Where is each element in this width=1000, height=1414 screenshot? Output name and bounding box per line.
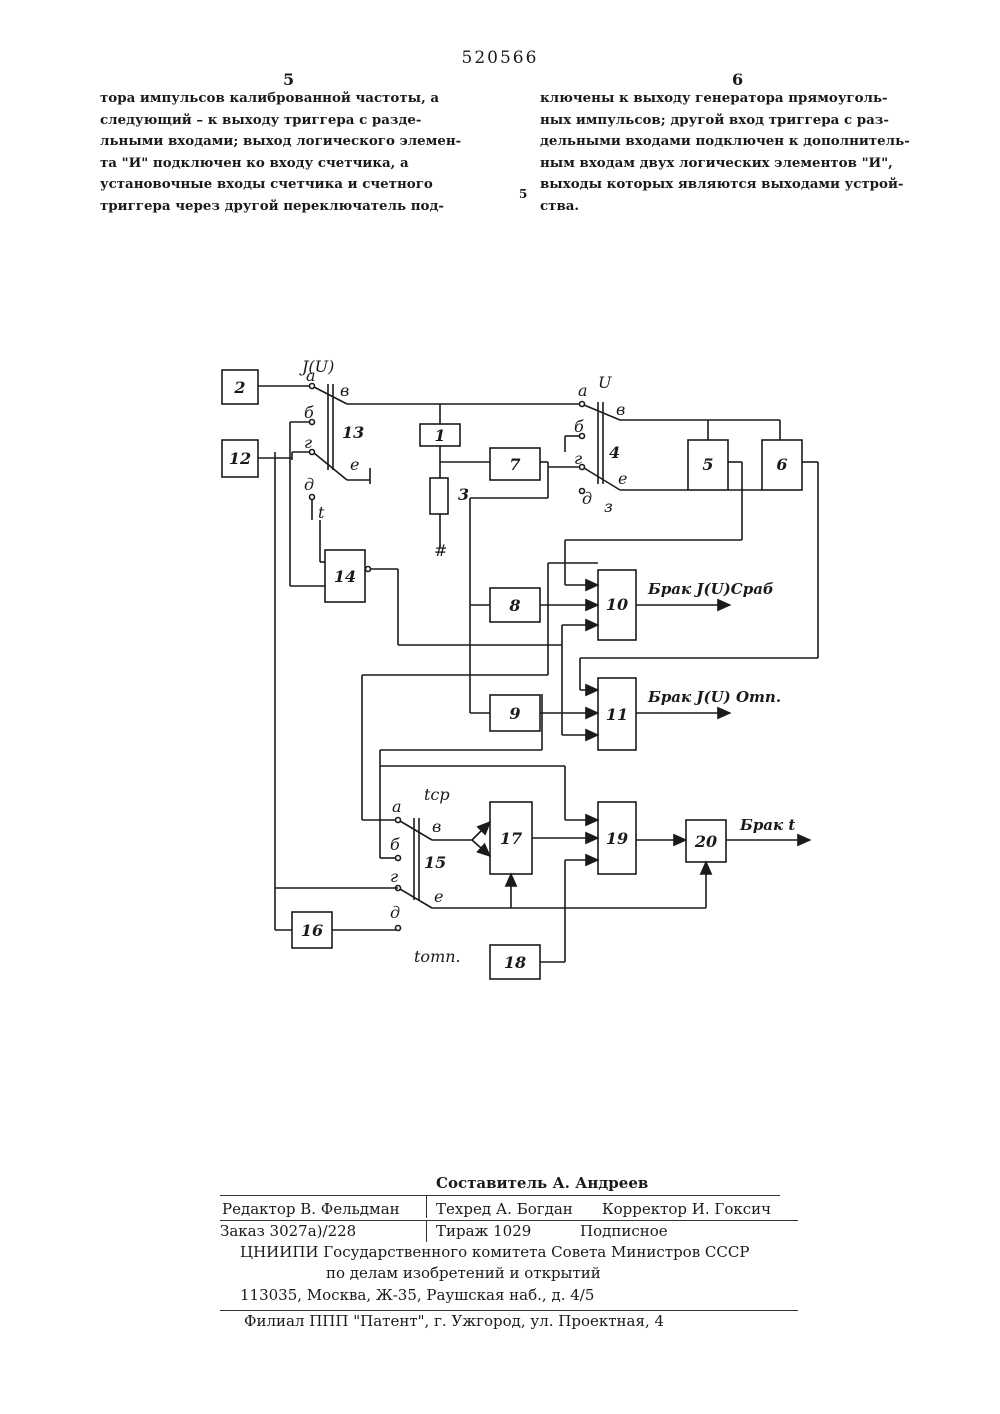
institute: ЦНИИПИ Государственного комитета Совета … (240, 1243, 749, 1261)
divider (426, 1196, 427, 1218)
switch-4-label: 4 (609, 443, 620, 462)
block-5-label: 5 (702, 455, 713, 474)
text-line: ных импульсов; другой вход триггера с ра… (540, 110, 915, 132)
department: по делам изобретений и открытий (326, 1264, 601, 1282)
right-text-column: ключены к выходу генератора прямоуголь- … (540, 88, 915, 217)
contact-z: з (604, 497, 613, 516)
ground-label: # (434, 541, 447, 560)
text-line: следующий – к выходу триггера с разде- (100, 110, 475, 132)
contact-g: г (304, 433, 312, 452)
switch-15-title: tср (424, 785, 450, 804)
left-column-number: 5 (283, 70, 294, 89)
block-19-label: 19 (606, 829, 628, 848)
text-line: льными входами; выход логического элемен… (100, 131, 475, 153)
editor: Редактор В. Фельдман (222, 1200, 400, 1218)
block-3-label: 3 (458, 485, 469, 504)
contact-d: д (304, 475, 314, 494)
contact-e: е (350, 455, 359, 474)
contact-a: а (306, 366, 316, 385)
text-line: ства. (540, 196, 915, 218)
block-8-label: 8 (508, 596, 520, 615)
switch-15-bottom-label: tотп. (414, 947, 461, 966)
patent-number: 520566 (0, 48, 1000, 68)
block-18-label: 18 (504, 953, 526, 972)
contact-v: в (340, 381, 349, 400)
contact-d: д (582, 489, 592, 508)
text-line: выходы которых являются выходами устрой- (540, 174, 915, 196)
text-line: триггера через другой переключатель под- (100, 196, 475, 218)
left-text-column: тора импульсов калиброванной частоты, а … (100, 88, 475, 217)
contact-g: г (574, 449, 582, 468)
contact-a: а (392, 797, 402, 816)
switch-13-title: J(U) (299, 357, 334, 376)
block-20-label: 20 (694, 832, 717, 851)
text-line: установочные входы счетчика и счетного (100, 174, 475, 196)
block-3 (430, 478, 448, 514)
circulation: Тираж 1029 (436, 1222, 531, 1240)
divider (220, 1220, 798, 1221)
t-label: t (318, 503, 325, 522)
switch-4-title: U (598, 373, 612, 392)
block-14-label: 14 (334, 567, 356, 586)
text-line: ключены к выходу генератора прямоуголь- (540, 88, 915, 110)
block-6-label: 6 (776, 455, 787, 474)
right-column-number: 6 (732, 70, 743, 89)
composer: Составитель А. Андреев (436, 1174, 648, 1192)
divider (220, 1310, 798, 1311)
block-11-label: 11 (606, 705, 628, 724)
output-label-10: Брак J(U)Сраб (647, 580, 774, 598)
block-17-label: 17 (500, 829, 522, 848)
circuit-diagram: 2 12 1 3 7 5 6 14 8 10 9 11 17 19 20 16 … (200, 350, 820, 990)
block-1-label: 1 (434, 426, 445, 445)
contact-b: б (574, 417, 584, 436)
block-12-label: 12 (229, 449, 251, 468)
text-line: дельными входами подключен к дополнитель… (540, 131, 915, 153)
contact-g: г (390, 867, 398, 886)
line-number-marker: 5 (519, 187, 527, 201)
output-label-11: Брак J(U) Отп. (647, 688, 781, 706)
branch-address: Филиал ППП "Патент", г. Ужгород, ул. Про… (244, 1312, 664, 1330)
output-label-20: Брак t (739, 816, 795, 834)
address: 113035, Москва, Ж-35, Раушская наб., д. … (240, 1286, 594, 1304)
block-7-label: 7 (509, 455, 520, 474)
switch-15-label: 15 (424, 853, 446, 872)
divider (426, 1220, 427, 1242)
tech-editor: Техред А. Богдан (436, 1200, 573, 1218)
contact-a: а (578, 381, 588, 400)
block-2-label: 2 (233, 378, 245, 397)
subscription: Подписное (580, 1222, 668, 1240)
contact-v: в (616, 400, 625, 419)
switch-13-label: 13 (342, 423, 364, 442)
contact-v: в (432, 817, 441, 836)
text-line: тора импульсов калиброванной частоты, а (100, 88, 475, 110)
text-line: ным входам двух логических элементов "И"… (540, 153, 915, 175)
contact-b: б (390, 835, 400, 854)
contact-b: б (304, 403, 314, 422)
order-number: Заказ 3027а)/228 (220, 1222, 356, 1240)
text-line: та "И" подключен ко входу счетчика, а (100, 153, 475, 175)
contact-d: д (390, 903, 400, 922)
divider (220, 1195, 780, 1196)
corrector: Корректор И. Гоксич (602, 1200, 771, 1218)
contact-e: е (434, 887, 443, 906)
block-16-label: 16 (301, 921, 323, 940)
block-9-label: 9 (509, 704, 520, 723)
block-10-label: 10 (606, 595, 628, 614)
contact-e: е (618, 469, 627, 488)
